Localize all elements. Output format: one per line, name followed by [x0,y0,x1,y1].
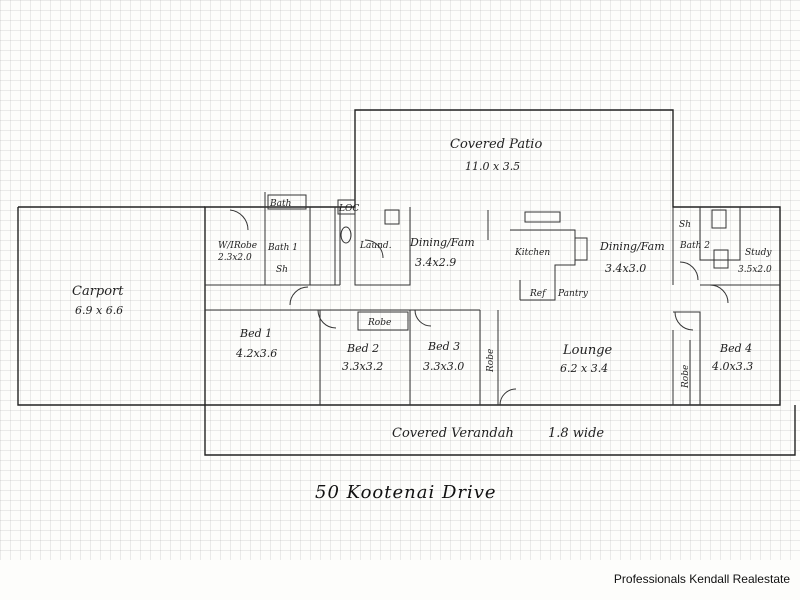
lounge-label: Lounge [562,343,613,358]
bed4-label: Bed 4 [719,342,752,355]
carport-dims: 6.9 x 6.6 [75,304,123,317]
house-walls [204,109,796,456]
bed2-label: Bed 2 [346,342,379,355]
kitchen-label: Kitchen [514,248,550,258]
dining-fam-2-dims: 3.4x3.0 [605,262,646,275]
carport-label: Carport [72,284,124,299]
bed2-dims: 3.3x3.2 [342,360,383,373]
robe-bed4-label: Robe [681,365,691,389]
study-label: Study [745,248,772,258]
study-dims: 3.5x2.0 [738,265,772,275]
bath1-label: Bath 1 [267,243,298,253]
sh2-label: Sh [679,220,691,230]
bed3-dims: 3.3x3.0 [423,360,464,373]
bath2-label: Bath 2 [679,241,710,251]
agency-credit: Professionals Kendall Realestate [613,572,790,586]
laund-label: Laund. [359,241,392,251]
covered-patio-label: Covered Patio [450,137,542,152]
ref-label: Ref [529,289,547,299]
door-swings [229,209,729,406]
loc-label: LOC [338,204,359,214]
covered-patio-dims: 11.0 x 3.5 [465,160,520,173]
robe-bed3-label: Robe [486,349,496,373]
robe-bed2-label: Robe [367,318,391,328]
verandah-label: Covered Verandah [392,426,514,441]
dining-fam-1-dims: 3.4x2.9 [415,256,456,269]
wir-label: W/IRobe [218,241,257,251]
pantry-label: Pantry [557,289,589,299]
sh1-label: Sh [276,265,288,275]
bed3-label: Bed 3 [427,340,460,353]
bed4-dims: 4.0x3.3 [711,360,753,373]
lounge-dims: 6.2 x 3.4 [560,362,608,375]
bed1-dims: 4.2x3.6 [235,347,277,360]
bed1-label: Bed 1 [239,327,272,340]
dining-fam-1-label: Dining/Fam [409,236,475,249]
graph-paper-background [0,0,800,560]
fixtures [267,194,729,269]
dining-fam-2-label: Dining/Fam [599,240,665,253]
address-title: 50 Kootenai Drive [315,482,497,503]
wir-dims: 2.3x2.0 [217,253,252,263]
bath-top-label: Bath [269,199,291,209]
verandah-dims: 1.8 wide [548,426,604,441]
